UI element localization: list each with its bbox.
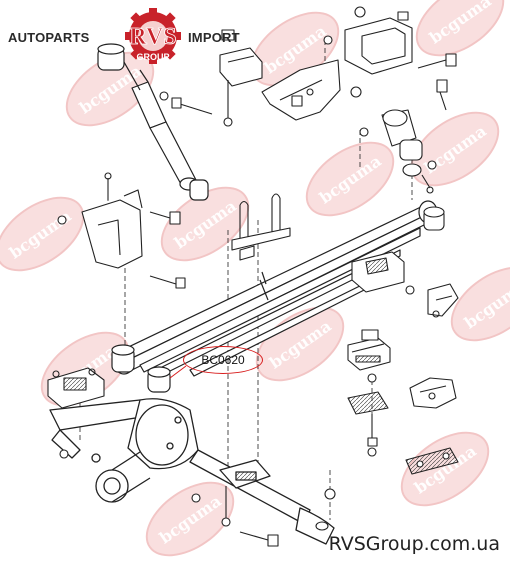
axle-housing — [49, 398, 335, 545]
spring-seat-left — [47, 367, 105, 409]
brand-left: AUTOPARTS — [8, 30, 90, 45]
bolt — [159, 91, 213, 115]
shock-absorber — [97, 43, 209, 201]
part-callout: BC0620 — [183, 346, 263, 374]
small-bracket — [427, 283, 459, 318]
bushing-front — [423, 206, 445, 231]
bolt — [59, 449, 336, 547]
spring-plate — [347, 391, 389, 457]
leaf-spring — [113, 200, 438, 377]
logo-sub: GROUP — [136, 52, 169, 62]
spring-shackle — [359, 109, 437, 194]
upper-bracket — [219, 29, 263, 127]
u-bolts — [231, 193, 291, 261]
spring-hanger-rear — [57, 172, 186, 289]
brand-right: IMPORT — [188, 30, 240, 45]
part-number: BC0620 — [201, 353, 245, 367]
bump-stop — [351, 251, 415, 295]
lower-bracket — [409, 377, 457, 409]
bolt — [149, 211, 181, 225]
frame-bracket — [261, 59, 341, 121]
tie-plate — [405, 447, 459, 475]
rvs-logo: RVS GROUP — [125, 8, 181, 64]
bushing-bc0620 — [111, 344, 187, 393]
site-url: RVSGroup.com.ua — [328, 533, 500, 555]
logo-main: RVS — [129, 24, 176, 50]
spring-hanger-front — [323, 6, 457, 111]
spring-pad — [347, 329, 391, 383]
